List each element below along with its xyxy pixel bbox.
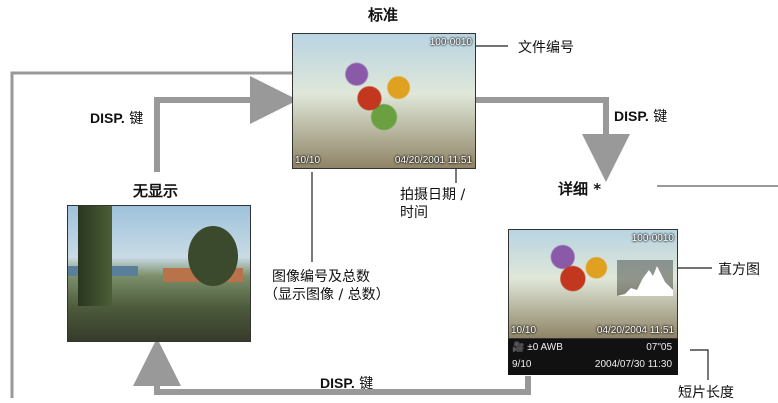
info-row1-right: 07"05 bbox=[646, 342, 672, 353]
callout-file-number: 文件编号 bbox=[518, 40, 574, 56]
disp-key-name: DISP. bbox=[614, 108, 649, 124]
disp-key-name: DISP. bbox=[320, 375, 355, 391]
title-standard: 标准 bbox=[368, 6, 399, 24]
arrow-standard-to-detailed bbox=[476, 97, 630, 182]
arrow-detailed-to-nodisplay bbox=[133, 338, 531, 395]
disp-key-label-bottom: DISP. 键 bbox=[320, 373, 373, 393]
clip-length-leader bbox=[690, 349, 709, 380]
detailed-file-number: 100-0010 bbox=[631, 233, 674, 244]
info-row1-left: 🎥 ±0 AWB bbox=[512, 342, 563, 353]
disp-key-suffix: 键 bbox=[648, 109, 668, 125]
disp-key-name: DISP. bbox=[90, 110, 125, 126]
standard-file-number: 100-0010 bbox=[429, 37, 472, 48]
histogram-graphic bbox=[617, 260, 673, 296]
detailed-info-bar: 🎥 ±0 AWB 07"05 9/10 2004/07/30 11:30 bbox=[508, 339, 678, 375]
callout-shoot-date-line1: 拍摄日期 / bbox=[400, 187, 466, 203]
tree-shape bbox=[78, 206, 112, 306]
info-row2-left: 9/10 bbox=[512, 359, 532, 370]
callout-shoot-date-line2: 时间 bbox=[400, 205, 428, 221]
title-no-display: 无显示 bbox=[133, 182, 179, 200]
detailed-datetime: 04/20/2004 11:51 bbox=[596, 325, 674, 336]
standard-display-photo: 100-0010 10/10 04/20/2001 11:51 bbox=[292, 33, 476, 169]
detailed-display-photo: 100-0010 10/10 04/20/2004 11:51 bbox=[508, 229, 678, 339]
disp-key-label-left: DISP. 键 bbox=[90, 108, 143, 128]
standard-datetime: 04/20/2001 11:51 bbox=[394, 155, 472, 166]
callout-histogram: 直方图 bbox=[718, 262, 760, 278]
palm-shape bbox=[188, 226, 238, 286]
callout-image-number-line2: （显示图像 / 总数） bbox=[264, 287, 390, 303]
disp-key-label-right: DISP. 键 bbox=[614, 106, 667, 126]
arrow-nodisplay-to-standard bbox=[154, 76, 298, 172]
disp-key-suffix: 键 bbox=[124, 111, 144, 127]
standard-image-counter: 10/10 bbox=[295, 155, 321, 166]
callout-image-number-line1: 图像编号及总数 bbox=[272, 269, 370, 285]
callout-clip-length: 短片长度 bbox=[678, 385, 734, 401]
detailed-image-counter: 10/10 bbox=[511, 325, 537, 336]
title-detailed: 详细 * bbox=[558, 180, 602, 198]
no-display-photo bbox=[67, 205, 251, 342]
info-row2-right: 2004/07/30 11:30 bbox=[594, 359, 672, 370]
disp-key-suffix: 键 bbox=[354, 376, 374, 392]
return-line-outer bbox=[10, 71, 294, 398]
